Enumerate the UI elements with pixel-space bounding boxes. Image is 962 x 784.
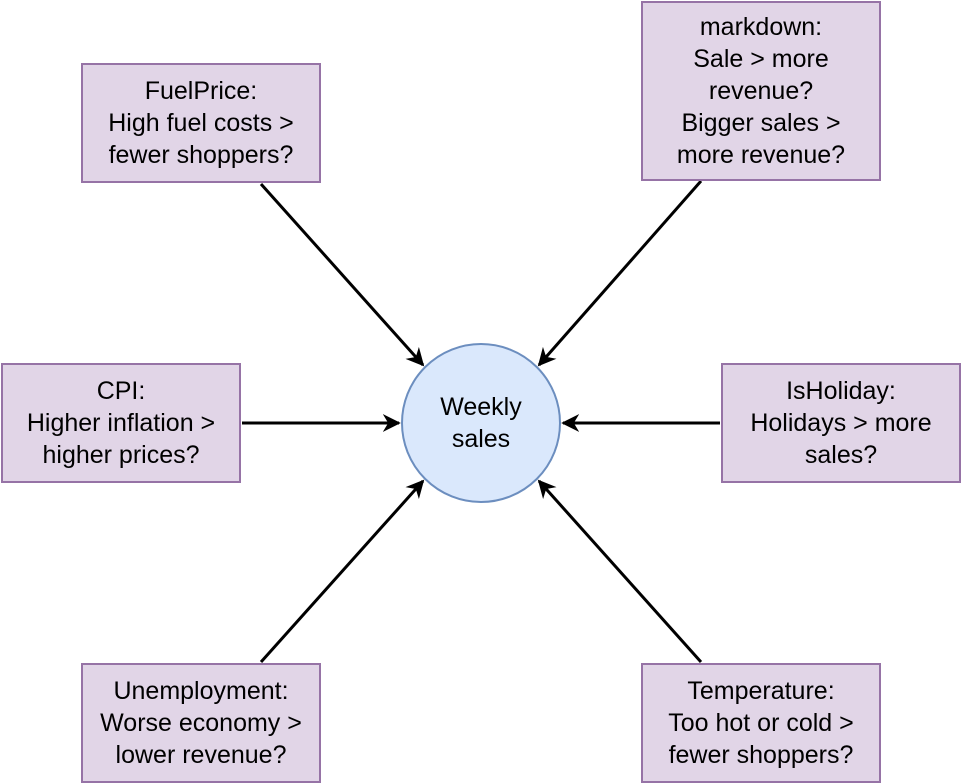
factor-box-markdown: markdown: Sale > more revenue? Bigger sa… [641,1,881,181]
factor-box-unemployment: Unemployment: Worse economy > lower reve… [81,663,321,783]
edge-markdown-to-hub [537,180,703,367]
factor-box-cpi: CPI: Higher inflation > higher prices? [1,363,241,483]
hub-label-line: sales [451,425,511,453]
factor-box-fuelprice: FuelPrice: High fuel costs > fewer shopp… [81,63,321,183]
factor-box-isholiday: IsHoliday: Holidays > more sales? [721,363,961,483]
edge-fuelprice-to-hub [259,182,425,367]
factor-label-line: higher prices? [42,441,200,469]
factor-label-line: Sale > more [693,45,829,73]
factor-label-line: sales? [804,441,878,469]
factor-label-line: FuelPrice: [144,77,258,105]
edge-temperature-to-hub [537,479,703,664]
edge-unemployment-to-hub [259,479,425,664]
factor-label-line: fewer shoppers? [668,741,854,769]
factor-label-line: IsHoliday: [786,377,896,405]
factor-label-line: fewer shoppers? [108,141,294,169]
hub-label-line: Weekly [440,393,522,421]
factor-label-line: revenue? [708,77,814,105]
factor-label-line: lower revenue? [115,741,287,769]
factor-label-line: CPI: [96,377,146,405]
factor-label-line: Bigger sales > [681,109,841,137]
factor-label-line: Temperature: [687,677,835,705]
factor-label-line: Higher inflation > [26,409,216,437]
weekly-sales-hub: Weekly sales [401,343,561,503]
factor-label-line: Unemployment: [113,677,289,705]
factor-label-line: more revenue? [676,141,846,169]
factor-label-line: Too hot or cold > [668,709,854,737]
factor-label-line: High fuel costs > [108,109,294,137]
factor-box-temperature: Temperature: Too hot or cold > fewer sho… [641,663,881,783]
factor-label-line: markdown: [699,13,823,41]
factor-label-line: Holidays > more [750,409,932,437]
factor-label-line: Worse economy > [100,709,302,737]
